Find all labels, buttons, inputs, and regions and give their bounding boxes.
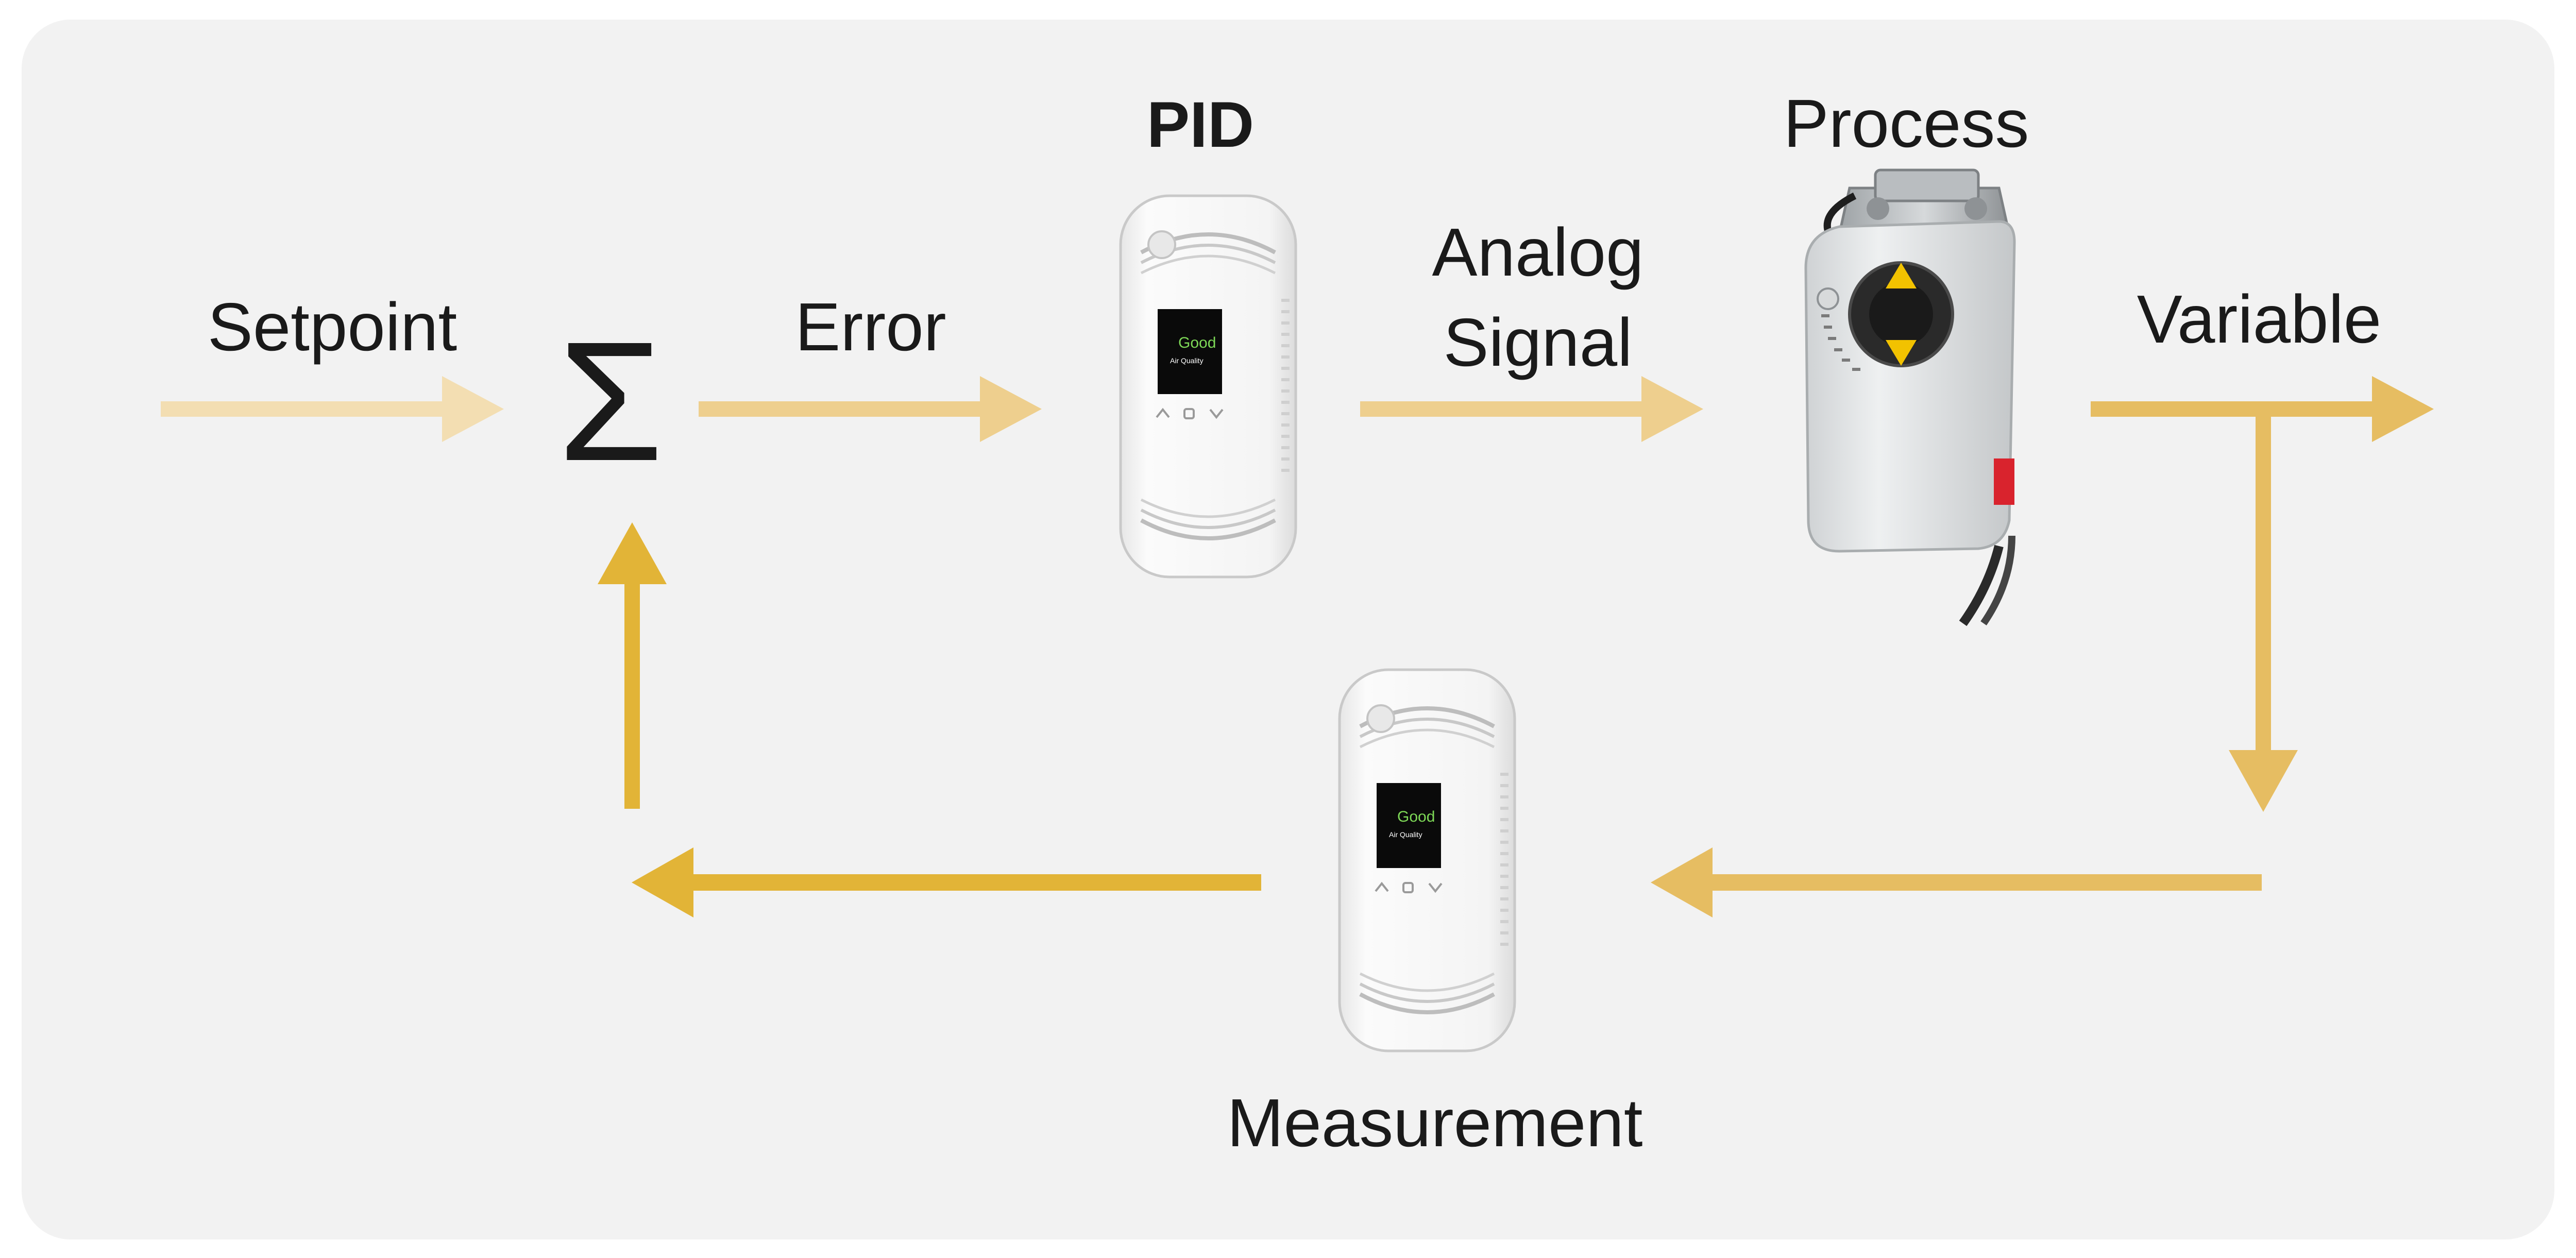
process-actuator (1804, 168, 2016, 626)
pid-label: PID (1147, 89, 1254, 161)
feedback-up-arrow (598, 522, 667, 809)
summing-junction-symbol: Σ (558, 306, 663, 496)
pid-screen-status: Good (1178, 334, 1216, 351)
error-arrow (699, 376, 1042, 442)
setpoint-arrow (161, 376, 504, 442)
diagram-panel (22, 20, 2554, 1239)
to-measurement-arrow (1651, 847, 2262, 917)
pid-screen-caption: Air Quality (1170, 356, 1204, 365)
process-label: Process (1784, 86, 2029, 161)
measurement-screen-caption: Air Quality (1389, 830, 1422, 839)
from-measurement-arrow (632, 847, 1261, 917)
analog-signal-label-line2: Signal (1444, 304, 1633, 380)
measurement-sensor-device: Good Air Quality (1340, 670, 1515, 1051)
setpoint-label: Setpoint (208, 289, 457, 365)
variable-label: Variable (2137, 281, 2382, 357)
measurement-label: Measurement (1227, 1085, 1642, 1161)
analog-signal-arrow (1360, 376, 1703, 442)
analog-signal-label-line1: Analog (1432, 214, 1643, 290)
error-label: Error (795, 289, 946, 365)
variable-arrow (2091, 376, 2434, 442)
pid-controller-device: Good Air Quality (1121, 196, 1296, 577)
measurement-screen-status: Good (1397, 808, 1435, 825)
feedback-down-arrow (2229, 409, 2298, 812)
